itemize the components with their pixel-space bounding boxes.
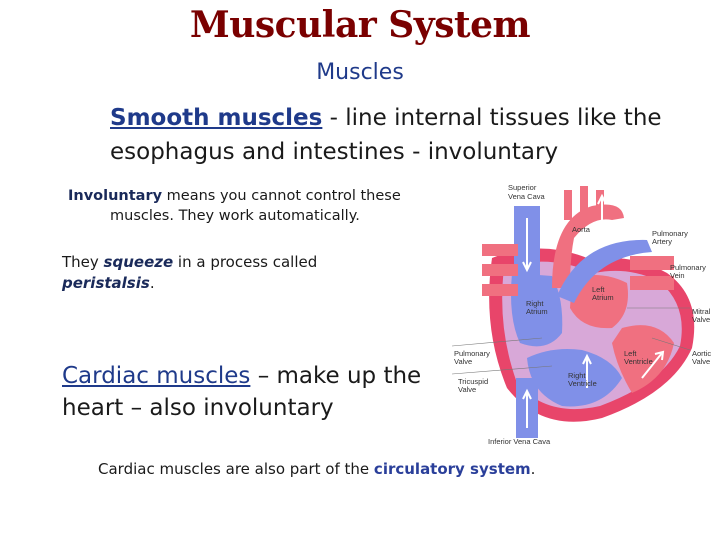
involuntary-term: Involuntary: [68, 188, 163, 204]
label-mitral-valve-1: Mitral: [692, 307, 711, 316]
pulmonary-artery: [557, 239, 652, 303]
peristalsis-term: peristalsis: [62, 274, 150, 292]
aorta-branch-2: [580, 186, 588, 214]
label-aortic-valve-1: Aortic: [692, 349, 711, 358]
involuntary-line1: means you cannot control these: [162, 188, 401, 204]
label-pulmonary-vein-1: Pulmonary: [670, 263, 706, 272]
circulatory-system-term: circulatory system: [373, 460, 531, 478]
peristalsis-middle: in a process called: [173, 253, 318, 271]
pulmonary-vein-left-lower: [630, 276, 674, 290]
peristalsis-after: .: [149, 274, 155, 292]
label-left-atrium-2: Atrium: [592, 293, 614, 302]
label-inferior-vena-cava: Inferior Vena Cava: [488, 437, 551, 446]
slide-title: Muscular System: [189, 4, 531, 46]
label-right-atrium-2: Atrium: [526, 307, 548, 316]
squeeze-term: squeeze: [103, 253, 174, 271]
label-lines: [452, 307, 691, 375]
label-aortic-valve-2: Valve: [692, 357, 710, 366]
peristalsis-note: They squeeze in a process called perista…: [62, 252, 362, 294]
label-right-atrium-1: Right: [526, 299, 544, 308]
label-superior-vena-cava-2: Vena Cava: [508, 192, 546, 201]
label-superior-vena-cava-1: Superior: [508, 183, 537, 192]
label-mitral-valve-2: Valve: [692, 315, 710, 324]
peristalsis-before: They: [62, 253, 104, 271]
aorta: [552, 204, 624, 288]
circulatory-after: .: [530, 460, 536, 478]
circulatory-before: Cardiac muscles are also part of the: [98, 460, 374, 478]
aorta-branch-3: [596, 190, 604, 216]
aorta-branch-1: [564, 190, 572, 220]
right-atrium: [511, 273, 563, 347]
involuntary-note: Involuntary means you cannot control the…: [68, 186, 448, 226]
left-ventricle: [612, 325, 674, 393]
involuntary-line2: muscles. They work automatically.: [110, 208, 360, 224]
label-pulmonary-artery-1: Pulmonary: [652, 229, 688, 238]
label-right-ventricle-2: Ventricle: [568, 379, 597, 388]
pulmonary-vein-right-3: [482, 284, 518, 296]
circulatory-note: Cardiac muscles are also part of the cir…: [98, 460, 658, 478]
label-pulmonary-vein-2: Vein: [670, 271, 685, 280]
label-left-atrium-1: Left: [592, 285, 605, 294]
label-tricuspid-valve-1: Tricuspid: [458, 377, 488, 386]
slide-subtitle: Muscles: [316, 60, 404, 85]
smooth-muscles-description: - line internal tissues like the esophag…: [110, 105, 662, 165]
left-atrium: [570, 274, 628, 329]
label-aorta: Aorta: [572, 225, 591, 234]
label-left-ventricle-1: Left: [624, 349, 637, 358]
smooth-muscles-paragraph: Smooth muscles - line internal tissues l…: [110, 101, 670, 169]
label-right-ventricle-1: Right: [568, 371, 586, 380]
label-pulmonary-valve-1: Pulmonary: [454, 349, 490, 358]
blood-flow-arrows: [522, 193, 665, 428]
label-left-ventricle-2: Ventricle: [624, 357, 653, 366]
heart-diagram: Superior Vena Cava Aorta Pulmonary Arter…: [452, 183, 711, 446]
label-tricuspid-valve-2: Valve: [458, 385, 476, 394]
cardiac-muscles-term: Cardiac muscles: [62, 363, 251, 389]
pulmonary-vein-left-upper: [630, 256, 674, 270]
cardiac-muscles-paragraph: Cardiac muscles – make up the heart – al…: [62, 360, 442, 424]
right-ventricle: [527, 349, 622, 407]
pulmonary-vein-right-upper: [482, 244, 518, 256]
cardiac-muscles-description: – make up the heart – also involuntary: [62, 363, 422, 421]
smooth-muscles-term: Smooth muscles: [110, 105, 323, 131]
label-pulmonary-artery-2: Artery: [652, 237, 672, 246]
pulmonary-vein-right-lower: [482, 264, 518, 276]
label-pulmonary-valve-2: Valve: [454, 357, 472, 366]
